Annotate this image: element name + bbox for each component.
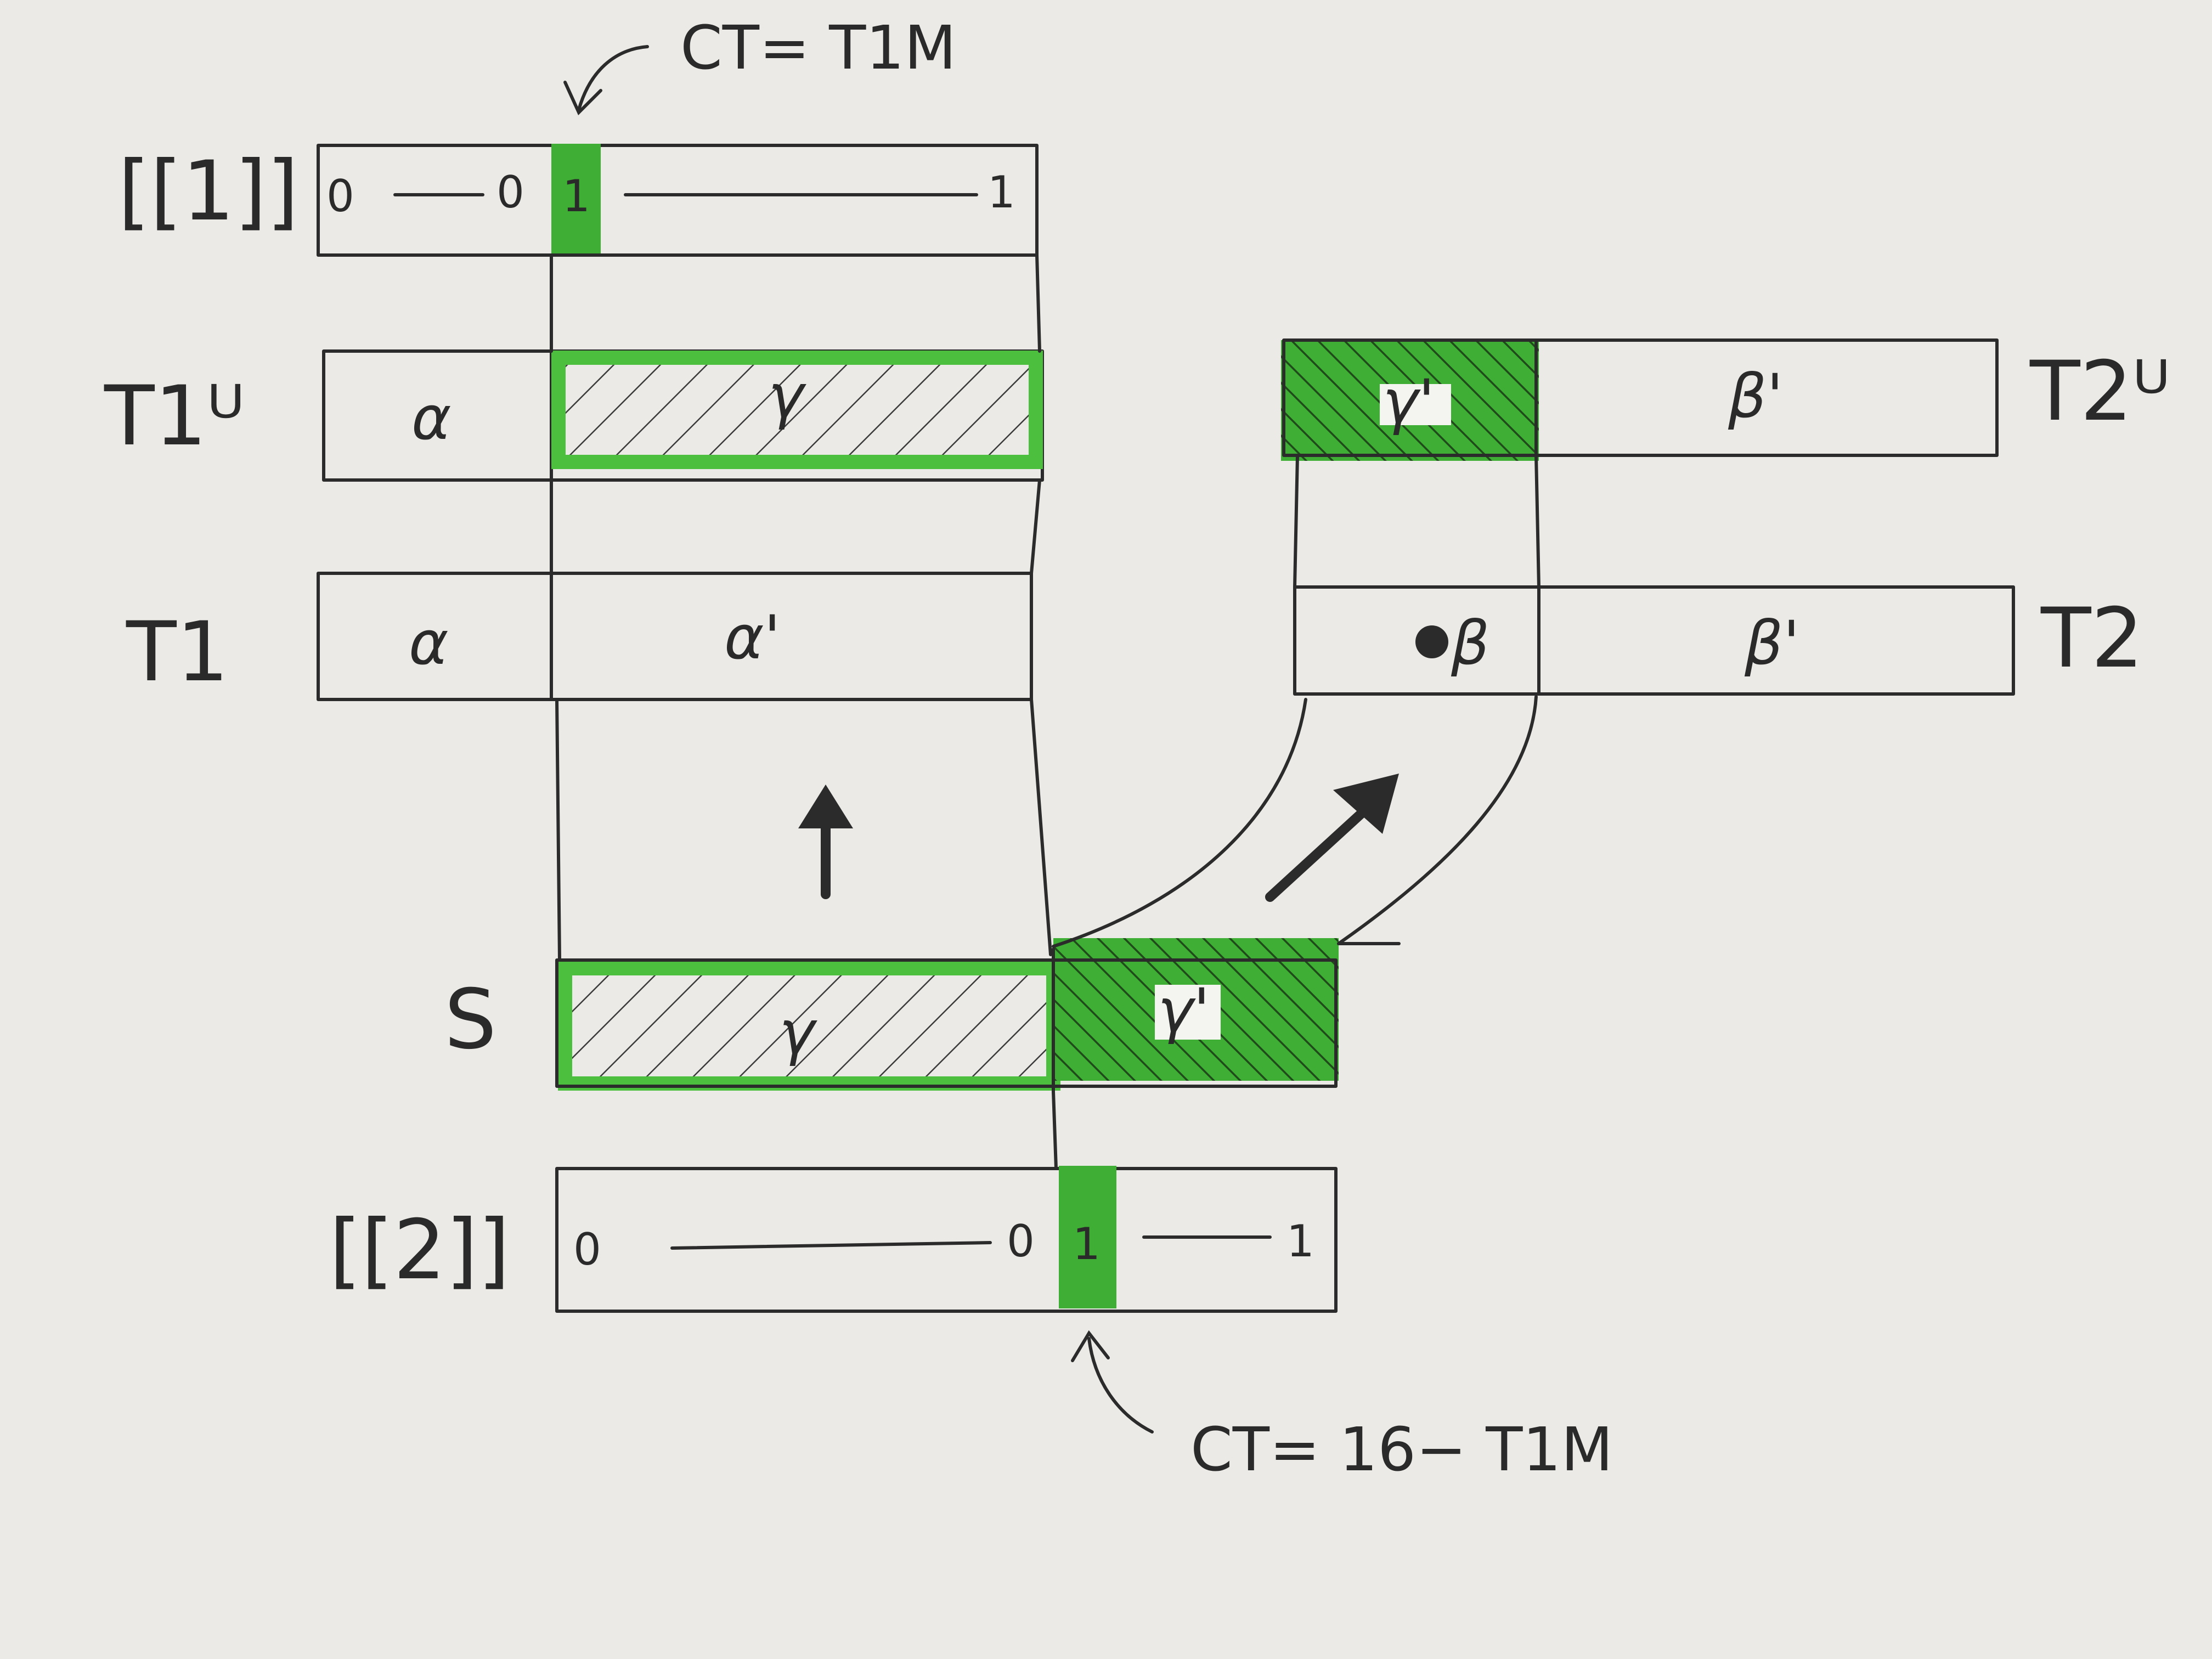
t2-right-cell: β' — [1744, 608, 1799, 678]
t1u-right-cell: γ — [768, 361, 806, 431]
interval1-right-end: 1 — [988, 167, 1015, 218]
interval1-left-start: 0 — [326, 171, 354, 222]
t2u-box — [1282, 338, 1999, 457]
interval1-label: [[1]] — [118, 144, 299, 239]
t1u-right-hatch — [554, 354, 1042, 464]
t2u-left-cell: γ' — [1383, 366, 1435, 437]
t2-box — [1293, 585, 2015, 696]
interval2-mark-fill — [1059, 1166, 1116, 1308]
branch-curve-outer — [1337, 695, 1538, 945]
connector-t2-left — [1293, 454, 1299, 589]
top-annotation-arrow — [577, 45, 649, 111]
connector-right-top — [1035, 253, 1041, 353]
diagonal-arrow-icon — [1265, 774, 1399, 902]
t2u-left-cell-bg — [1380, 384, 1451, 425]
connector-t2-right — [1534, 454, 1541, 589]
t2-label: T2 — [2040, 591, 2143, 686]
connector-left-low — [555, 698, 561, 962]
connector-right-low — [1030, 698, 1052, 956]
t2u-right-cell: β' — [1728, 361, 1783, 431]
s-left-cell: γ — [779, 997, 817, 1068]
interval2-mark: 1 — [1073, 1218, 1101, 1269]
bottom-annotation-arrow — [1087, 1337, 1154, 1434]
t1-right-cell: α' — [724, 602, 781, 673]
interval2-row: [[2]] 0 0 1 1 — [329, 1166, 1338, 1313]
interval1-mark-fill — [551, 144, 601, 253]
t1-row: T1 α α' — [126, 572, 1033, 701]
bottom-annotation-text: CT= 16− T1M — [1190, 1414, 1613, 1485]
top-annotation: CT= T1M — [563, 13, 956, 116]
t1-left-cell: α — [409, 608, 449, 678]
interval2-box — [555, 1167, 1338, 1313]
interval2-left-end: 0 — [1007, 1216, 1035, 1267]
up-arrow-icon — [798, 785, 853, 899]
connector-right-mid — [1030, 478, 1041, 575]
branch-curve-inner — [1052, 698, 1307, 948]
s-row: S γ γ' — [444, 938, 1339, 1093]
interval1-box — [317, 144, 1039, 257]
s-right-cell-bg — [1155, 985, 1221, 1040]
interval2-label: [[2]] — [329, 1203, 510, 1298]
s-label: S — [444, 972, 496, 1068]
t1u-row: T1ᵁ α γ — [104, 349, 1044, 482]
interval1-mark: 1 — [562, 171, 590, 222]
bottom-annotation: CT= 16− T1M — [1071, 1330, 1613, 1485]
t1u-left-cell: α — [411, 383, 452, 453]
t1-label: T1 — [126, 605, 229, 700]
s-right-cell: γ' — [1158, 975, 1210, 1046]
s-left-hatch — [560, 963, 1056, 1086]
interval1-row: [[1]] 0 0 1 1 — [118, 144, 1039, 257]
connector-s-interval2 — [1052, 1090, 1058, 1170]
t1-box — [317, 572, 1033, 701]
top-annotation-arrowhead — [563, 81, 602, 116]
t1u-right-highlight — [551, 351, 1043, 469]
t2-left-cell: β — [1451, 608, 1489, 678]
bottom-annotation-arrowhead — [1071, 1330, 1110, 1362]
interval1-left-end: 0 — [496, 167, 524, 218]
t2u-label: T2ᵁ — [2029, 344, 2170, 439]
t2-row: β β' T2 — [1293, 585, 2143, 696]
top-annotation-text: CT= T1M — [680, 13, 956, 83]
interval2-left-start: 0 — [573, 1224, 601, 1275]
interval2-left-bar — [670, 1241, 992, 1250]
t2-scribble — [1415, 625, 1448, 658]
t1u-label: T1ᵁ — [104, 369, 245, 464]
s-box — [555, 958, 1338, 1088]
t2u-row: γ' β' T2ᵁ — [1281, 338, 2170, 461]
interval2-right-end: 1 — [1286, 1216, 1314, 1267]
